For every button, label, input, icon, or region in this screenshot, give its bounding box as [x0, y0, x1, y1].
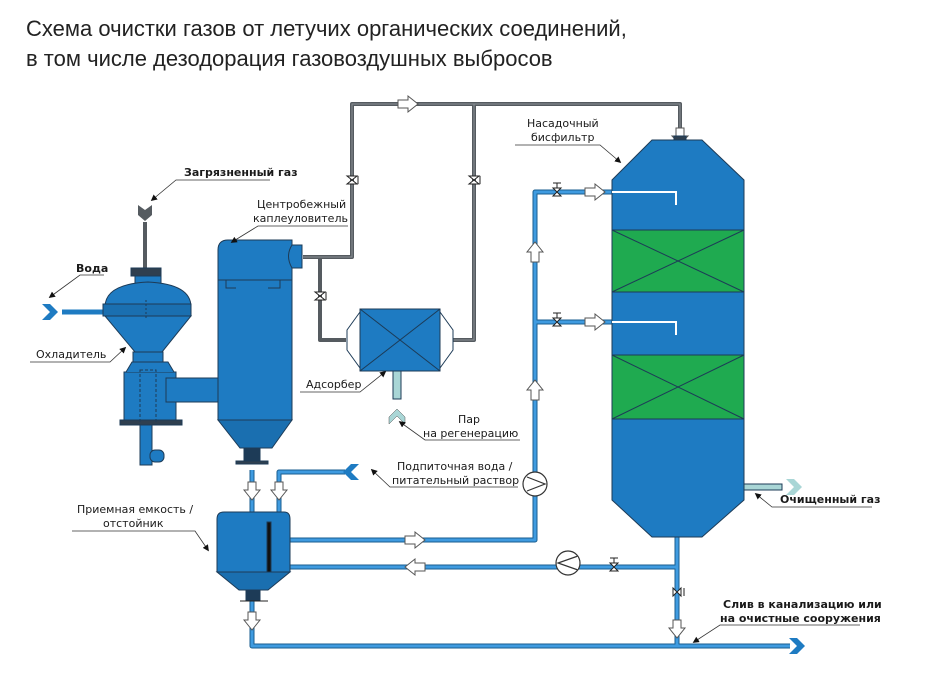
label-biofilter-1: Насадочный: [527, 117, 599, 130]
gas-pipe-to-adsorber: [318, 257, 346, 342]
flow-arrow-down-icon: [242, 481, 262, 501]
flow-arrow-down-icon: [667, 619, 687, 639]
label-water: Вода: [76, 262, 108, 275]
flow-arrow-right-icon: [397, 94, 419, 114]
labels: Загрязненный газ Вода Охладитель Центроб…: [36, 117, 882, 625]
pumps: [522, 471, 581, 576]
label-clean-gas: Очищенный газ: [780, 493, 880, 506]
valve-icon: [672, 586, 685, 598]
flow-arrow-up-icon: [525, 379, 545, 401]
steam-inlet-icon: [388, 408, 406, 425]
flow-arrow-right-icon: [584, 182, 606, 202]
gas-valves: [313, 175, 481, 301]
label-cooler: Охладитель: [36, 348, 106, 361]
valve-icon: [551, 312, 563, 327]
water-flow-arrows: [242, 182, 687, 639]
label-centrifugal-1: Центробежный: [257, 198, 346, 211]
flow-arrow-right-icon: [584, 312, 606, 332]
flow-arrow-up-icon: [525, 241, 545, 263]
makeup-water-inlet-icon: [343, 464, 359, 480]
water-inlet-icon: [42, 304, 58, 320]
clean-gas-outlet-icon: [786, 479, 802, 495]
label-centrifugal-2: каплеуловитель: [253, 212, 348, 225]
clean-gas-outlet-pipe: [743, 483, 783, 491]
recirculation-pipe-upper: [290, 189, 612, 543]
label-steam-1: Пар: [458, 413, 480, 426]
centrifugal-droplet-catcher: [216, 239, 303, 465]
scrubber-cooler: [102, 267, 193, 466]
pump-icon: [522, 471, 548, 497]
pump-icon: [555, 550, 581, 576]
label-biofilter-2: бисфильтр: [531, 131, 594, 144]
diagram-title: Схема очистки газов от летучих органичес…: [26, 14, 627, 74]
flow-arrow-down-icon: [242, 611, 262, 631]
drain-outlet-icon: [789, 638, 805, 654]
receiving-tank: [215, 511, 292, 602]
label-drain-2: на очистные сооружения: [720, 612, 881, 625]
label-makeup-1: Подпиточная вода /: [397, 460, 513, 473]
title-line-1: Схема очистки газов от летучих органичес…: [26, 16, 627, 41]
label-drain-1: Слив в канализацию или: [723, 598, 882, 611]
label-tank-1: Приемная емкость /: [77, 503, 193, 516]
valve-icon: [345, 175, 359, 185]
makeup-pipe: [276, 469, 345, 512]
title-line-2: в том числе дезодорация газовоздушных вы…: [26, 46, 553, 71]
valve-icon: [467, 175, 481, 185]
valve-icon: [551, 182, 563, 197]
flow-arrow-down-icon: [269, 481, 289, 501]
label-polluted-gas: Загрязненный газ: [184, 166, 298, 179]
leader-lines: [30, 144, 872, 643]
label-steam-2: на регенерацию: [423, 427, 518, 440]
valve-icon: [608, 557, 620, 572]
gas-pipe-bypass: [453, 104, 476, 342]
drain-main-pipe: [249, 600, 790, 649]
flow-arrow-left-icon: [404, 557, 426, 577]
connecting-duct: [165, 377, 226, 403]
polluted-gas-inlet-icon: [138, 205, 152, 221]
label-adsorber: Адсорбер: [306, 378, 361, 391]
packed-biofilter: [611, 135, 745, 538]
adsorber: [346, 308, 454, 400]
label-makeup-2: питательный раствор: [392, 474, 519, 487]
water-valves: [551, 182, 685, 598]
label-tank-2: отстойник: [103, 517, 164, 530]
flow-arrow-right-icon: [404, 530, 426, 550]
valve-icon: [313, 291, 327, 301]
